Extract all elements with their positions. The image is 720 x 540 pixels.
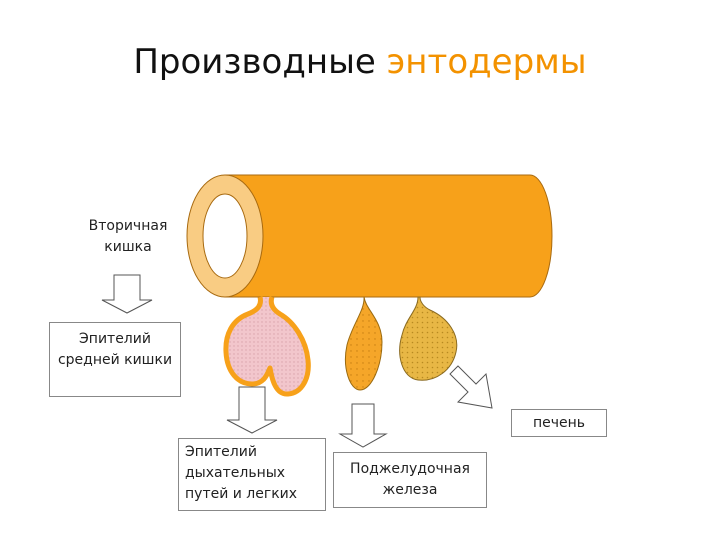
- arrow-lung-to-airway: [226, 386, 278, 434]
- box-liver: печень: [511, 409, 607, 437]
- gut-tube-lumen: [202, 193, 248, 279]
- airway-line3: путей и легких: [185, 486, 298, 502]
- arrow-gut-to-midgut: [101, 274, 153, 314]
- pancreas-line1: Поджелудочная: [350, 461, 470, 477]
- liver-label: печень: [532, 415, 586, 431]
- label-secondary-gut-line1: Вторичная: [88, 218, 168, 234]
- pancreas-line2: железа: [382, 482, 438, 498]
- box-airway-epithelium: Эпителий дыхательных путей и легких: [178, 438, 326, 511]
- box-pancreas: Поджелудочная железа: [333, 452, 487, 508]
- box-midgut-epithelium: Эпителий средней кишки: [49, 322, 181, 397]
- title-accent: энтодермы: [386, 42, 587, 82]
- arrow-pancreas: [338, 403, 388, 448]
- airway-line2: дыхательных: [185, 465, 286, 481]
- midgut-line1: Эпителий: [79, 331, 151, 347]
- arrow-liver: [449, 365, 493, 409]
- airway-line1: Эпителий: [185, 444, 257, 460]
- gut-tube-body: [224, 174, 553, 298]
- label-secondary-gut-line2: кишка: [104, 239, 152, 255]
- liver-bud: [399, 296, 458, 381]
- page-title: Производные энтодермы: [0, 42, 720, 82]
- midgut-line2: средней кишки: [57, 352, 173, 368]
- label-secondary-gut: Вторичная кишка: [78, 216, 178, 258]
- pancreas-bud: [345, 296, 383, 391]
- title-main: Производные: [133, 42, 387, 82]
- lung-bud: [223, 296, 311, 397]
